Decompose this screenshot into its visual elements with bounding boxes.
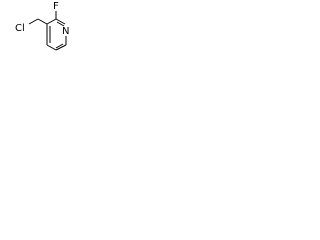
ring-bond-c2-n1-double [56, 21, 65, 27]
ring-bond-c6-c5-double [55, 43, 64, 49]
ring-bond-c6-c5 [55, 44, 67, 51]
ring-bond-c2-n1 [55, 18, 66, 25]
bond-ch2-cl [28, 18, 39, 25]
molecule-structure: F N Cl [15, 1, 69, 51]
ring-bond-c3-c2 [46, 18, 57, 25]
ring-bond-c5-c4 [46, 44, 57, 51]
atom-label-chlorine: Cl [15, 23, 25, 34]
structure-canvas: F N Cl [0, 0, 85, 65]
atom-label-fluorine: F [53, 1, 59, 12]
atom-label-nitrogen: N [62, 26, 69, 37]
bond-c3-ch2 [37, 18, 48, 25]
